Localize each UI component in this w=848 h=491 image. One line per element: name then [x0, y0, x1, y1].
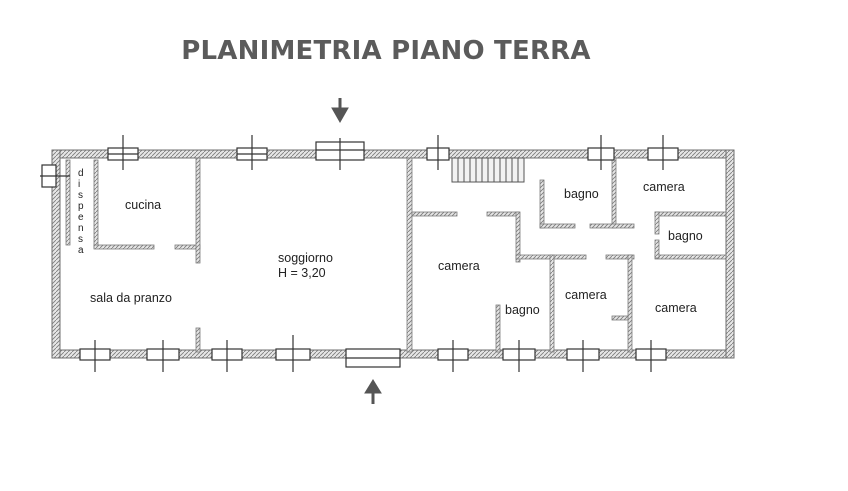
- svg-text:a: a: [78, 245, 84, 256]
- svg-text:s: s: [78, 234, 83, 245]
- staircase: [451, 157, 525, 183]
- arrow-up-icon: [364, 379, 382, 394]
- room-label-cucina: cucina: [125, 198, 161, 212]
- room-label-bagno-small: bagno: [505, 303, 540, 317]
- room-label-bagno-top: bagno: [564, 187, 599, 201]
- svg-text:d: d: [78, 168, 84, 179]
- room-label-camera-top-right: camera: [643, 180, 685, 194]
- room-label-camera-right-bottom: camera: [655, 301, 697, 315]
- svg-text:s: s: [78, 190, 83, 201]
- svg-text:p: p: [78, 201, 84, 212]
- arrow-down-icon: [331, 107, 349, 124]
- room-label-bagno-right: bagno: [668, 229, 703, 243]
- dispensa-label: d i s p e n s a: [78, 168, 84, 256]
- svg-text:i: i: [78, 179, 80, 190]
- room-label-sala-da-pranzo: sala da pranzo: [90, 291, 172, 305]
- plan-title: PLANIMETRIA PIANO TERRA: [181, 36, 591, 66]
- room-label-soggiorno-height: H = 3,20: [278, 266, 326, 280]
- entrance-arrows: [331, 98, 382, 404]
- room-label-camera-mid: camera: [565, 288, 607, 302]
- interior-walls: [65, 157, 727, 353]
- room-label-soggiorno: soggiorno: [278, 251, 333, 265]
- windows: [40, 135, 679, 372]
- svg-text:n: n: [78, 223, 84, 234]
- room-label-camera-center: camera: [438, 259, 480, 273]
- svg-text:e: e: [78, 212, 84, 223]
